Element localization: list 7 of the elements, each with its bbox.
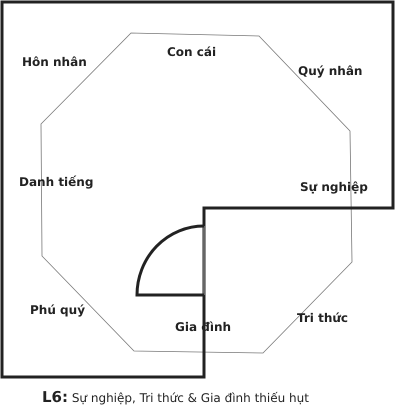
caption: L6: Sự nghiệp, Tri thức & Gia đình thiếu hụt: [42, 389, 309, 406]
area-label: Con cái: [167, 45, 216, 59]
area-label: Hôn nhân: [22, 55, 87, 69]
area-label: Danh tiếng: [19, 175, 94, 189]
area-label: Quý nhân: [298, 64, 362, 78]
area-label: Tri thức: [297, 311, 348, 325]
area-label: Phú quý: [30, 303, 86, 317]
